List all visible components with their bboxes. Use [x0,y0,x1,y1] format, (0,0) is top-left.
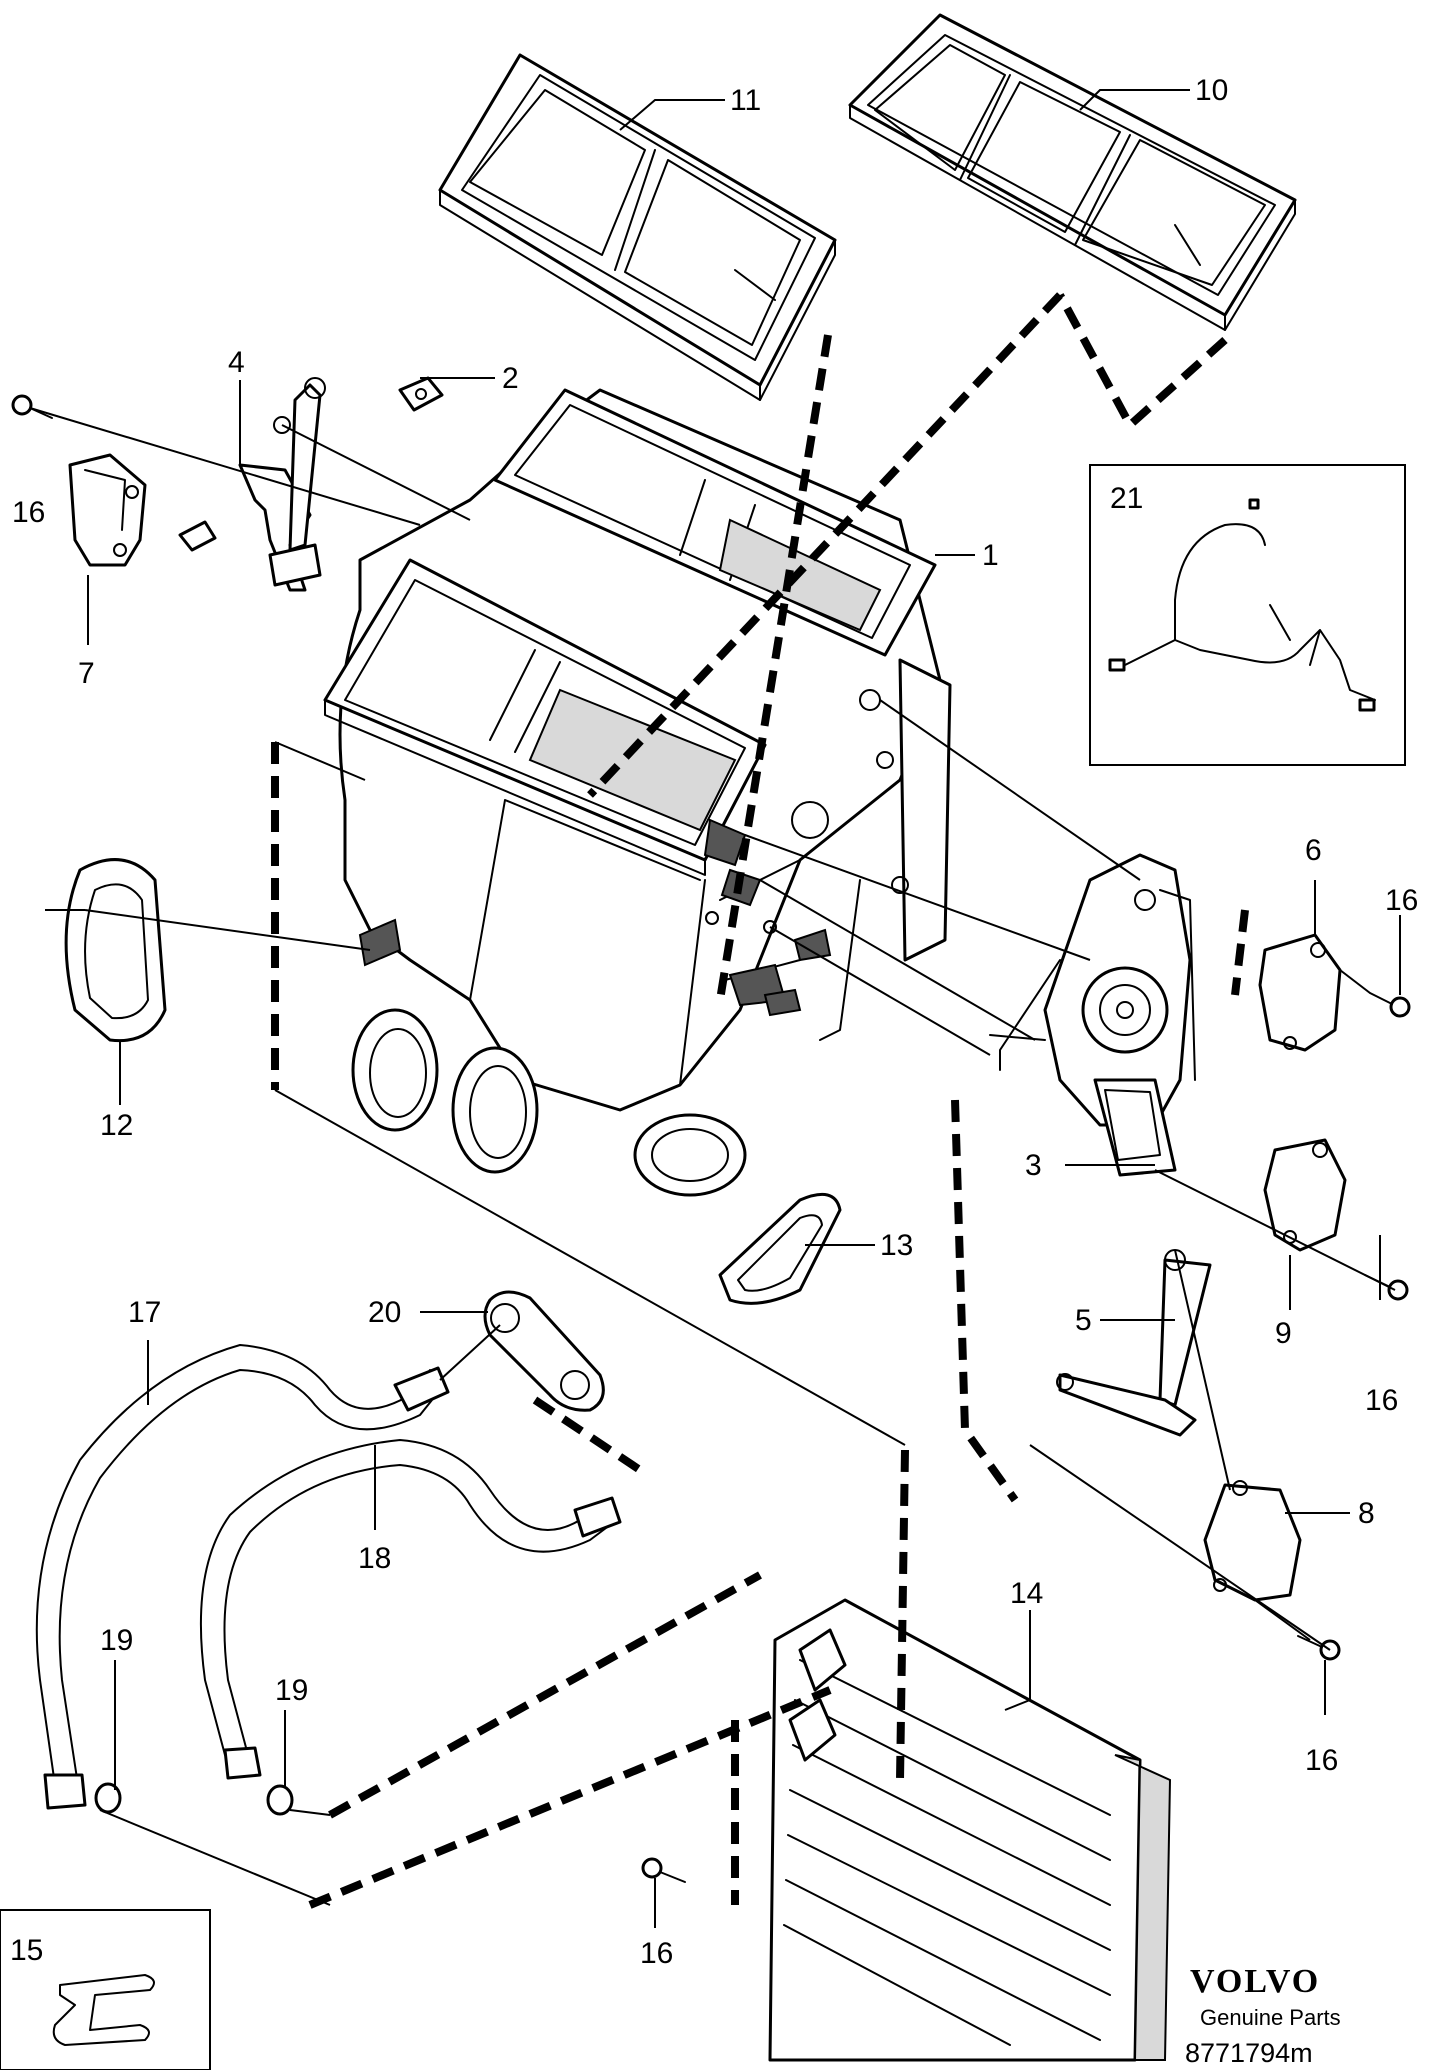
callout-labels: 11 10 1 2 4 16 7 21 6 16 12 3 13 9 16 17… [10,74,1418,1970]
actuator-6 [1258,933,1342,1052]
hose-18 [199,1439,622,1780]
callout-17: 17 [128,1296,161,1329]
callout-13: 13 [880,1229,913,1262]
callout-21: 21 [1110,482,1143,515]
o-ring-19a [94,1782,122,1814]
callout-16-lower: 16 [1305,1744,1338,1777]
callout-7: 7 [78,657,95,690]
brand-subtitle: Genuine Parts [1200,2005,1341,2030]
drawing-number: 8771794m [1185,2038,1313,2068]
heater-core-14 [768,1598,1172,2062]
callout-15: 15 [10,1934,43,1967]
clip-15-box [0,1909,211,2070]
callout-1: 1 [982,539,999,572]
assembly-dashed-lines [271,292,1249,1909]
lever-4 [238,377,326,592]
seal-12 [64,858,167,1043]
branding: VOLVO Genuine Parts 8771794m [1185,1963,1341,2068]
o-ring-19b [266,1784,294,1816]
filter-frame-11 [438,53,837,401]
volvo-logo: VOLVO [1190,1963,1320,2000]
grommet-20 [483,1290,605,1412]
callout-leaders [45,89,1401,1928]
bolt-16-bottom [641,1857,686,1883]
bolt-16-right [1369,992,1411,1018]
actuator-7 [68,453,147,567]
callout-10: 10 [1195,74,1228,107]
callout-20: 20 [368,1296,401,1329]
heater-housing-1 [323,388,952,1197]
callout-5: 5 [1075,1304,1092,1337]
lever-5 [1056,1249,1212,1437]
clip-small [178,520,217,552]
clip-2 [398,376,444,412]
callout-16-right: 16 [1385,884,1418,917]
actuator-9 [1263,1138,1347,1252]
callout-14: 14 [1010,1577,1043,1610]
bolt-16-topleft [11,394,53,419]
callout-18: 18 [358,1542,391,1575]
callout-12: 12 [100,1109,133,1142]
assembly-thin-lines [29,407,1396,1906]
filter-frame-10 [848,13,1297,331]
callout-11: 11 [730,84,761,117]
callout-9: 9 [1275,1317,1292,1350]
bolt-16-lower [1297,1635,1341,1661]
wiring-harness-box [1089,464,1406,766]
callout-6: 6 [1305,834,1322,867]
callout-16-bottom: 16 [640,1937,673,1970]
callout-19-left: 19 [100,1624,133,1657]
callout-3: 3 [1025,1149,1042,1182]
callout-16-topleft: 16 [12,496,45,529]
flap-3 [1093,1078,1177,1177]
hose-17 [35,1344,450,1810]
seal-13 [718,1192,842,1305]
blower-bracket [989,853,1196,1127]
callout-8: 8 [1358,1497,1375,1530]
callout-16-mid: 16 [1365,1384,1398,1417]
callout-19-mid: 19 [275,1674,308,1707]
callout-2: 2 [502,362,519,395]
actuator-8 [1203,1480,1302,1602]
callout-4: 4 [228,346,245,379]
